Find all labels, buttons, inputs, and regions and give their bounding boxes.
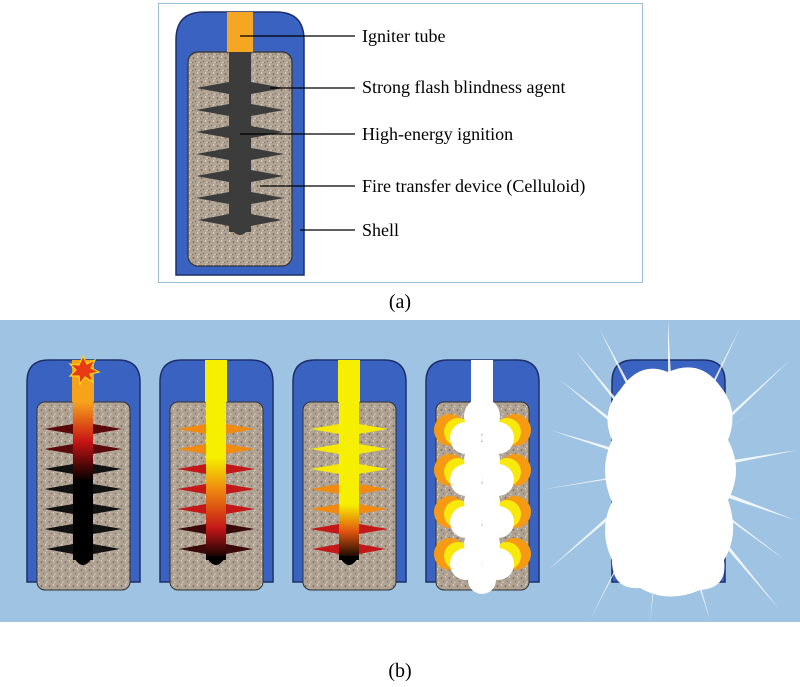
stage-1-ignition-start [26, 354, 141, 591]
label-shell: Shell [362, 220, 400, 240]
panel-a-diagram [175, 11, 355, 276]
igniter-tube [227, 12, 253, 52]
fire-cloud [434, 398, 531, 594]
label-flash-blindness-agent: Strong flash blindness agent [362, 77, 566, 97]
stage-2-fire-transfer-early [159, 359, 274, 591]
stage-4-agent-burning [425, 359, 540, 594]
spark-icon [68, 354, 101, 386]
label-igniter-tube: Igniter tube [362, 26, 446, 46]
leader-lines [240, 35, 355, 231]
label-high-energy-ignition: High-energy ignition [362, 124, 514, 144]
caption-a: (a) [388, 291, 412, 313]
flash-cloud [605, 367, 736, 597]
caption-b: (b) [388, 660, 412, 682]
fire-transfer-device [196, 52, 284, 235]
stage-5-explosion-flash [540, 320, 798, 622]
label-fire-transfer-device: Fire transfer device (Celluloid) [362, 176, 586, 196]
stage-3-fire-transfer-late [292, 359, 407, 591]
panel-b-diagram [26, 320, 798, 622]
